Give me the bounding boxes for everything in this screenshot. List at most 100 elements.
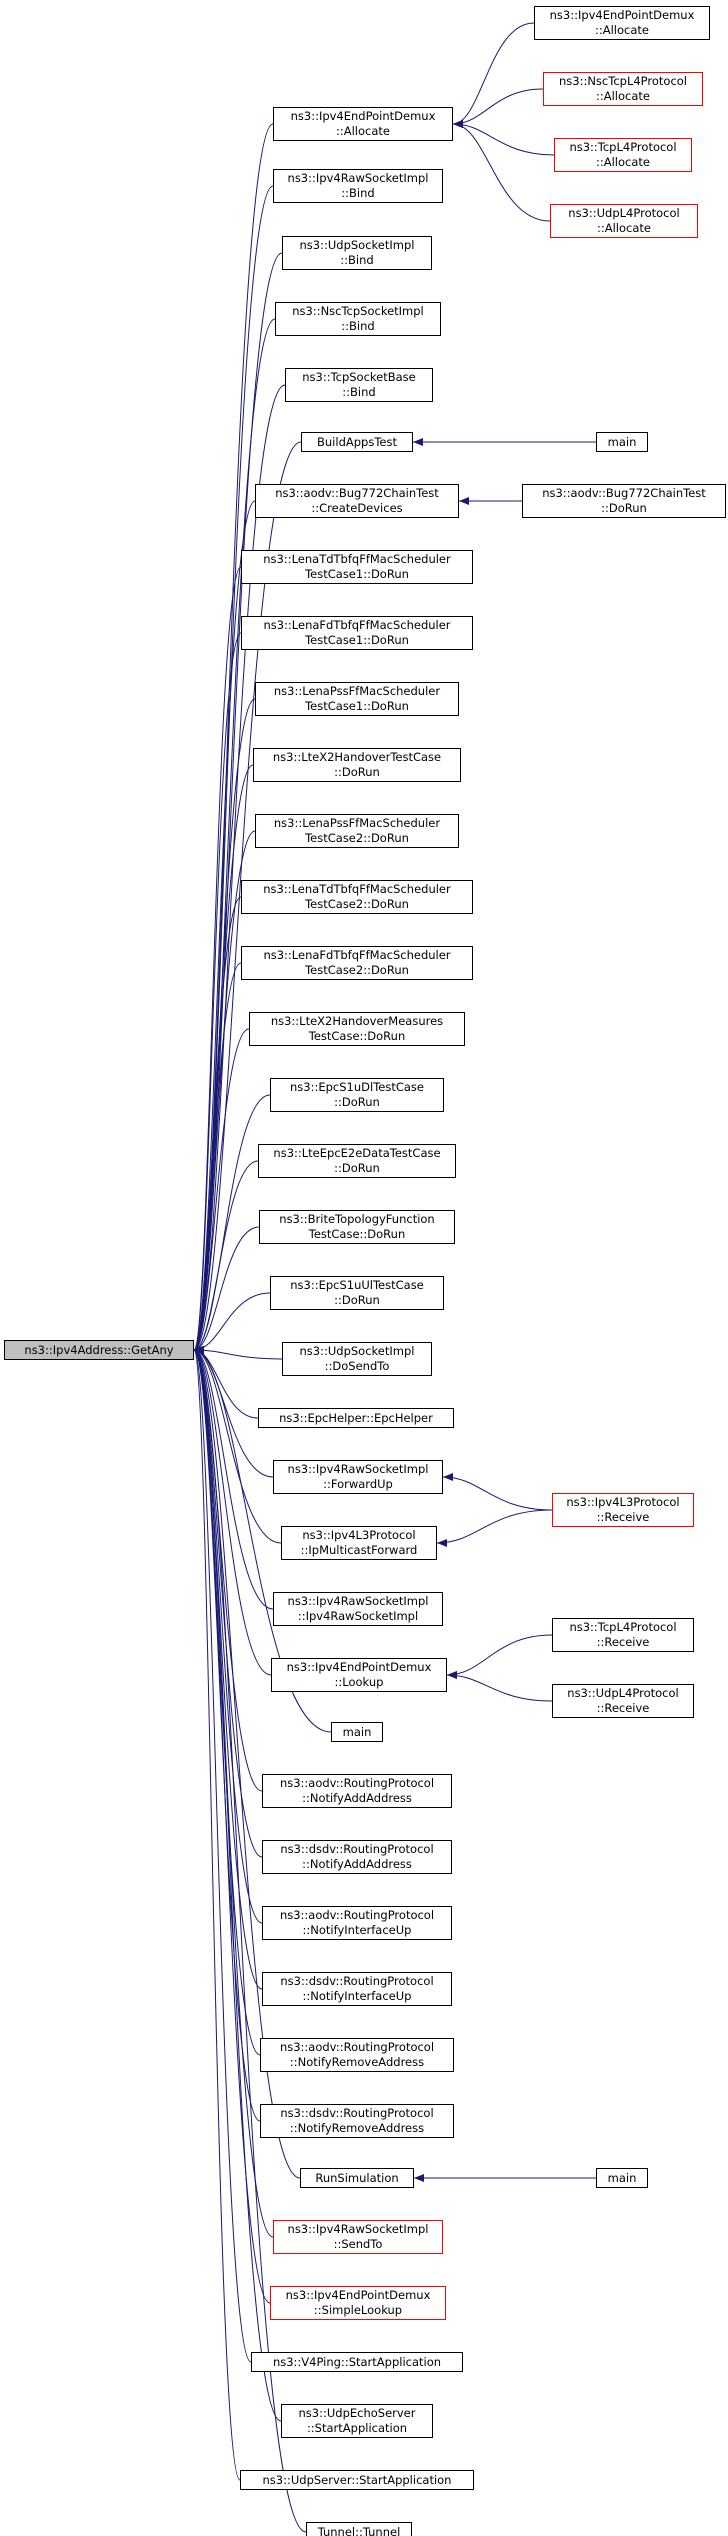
edge-rawsock-ctor-to-getany (193, 1346, 274, 1610)
edge-aodv-notifyremove-to-getany (193, 1346, 261, 2056)
node-label-line: ns3::UdpServer::StartApplication (262, 2472, 452, 2487)
node-label-line: ns3::Ipv4RawSocketImpl (287, 1462, 429, 1476)
node-label-line: ns3::NscTcpSocketImpl (292, 304, 424, 318)
node-epdemux-lookup[interactable]: ns3::Ipv4EndPointDemux::Lookup (271, 1658, 447, 1692)
edge-ipv4l3-receive-to-rawsock-forwardup (442, 1473, 553, 1511)
node-label-line: ::NotifyRemoveAddress (289, 2121, 425, 2135)
node-label-line: ns3::UdpL4Protocol (568, 206, 680, 220)
node-label-line: TestCase::DoRun (308, 1227, 406, 1241)
edge-ltex2measures-to-getany (193, 1028, 250, 1354)
node-ltex2handover[interactable]: ns3::LteX2HandoverTestCase::DoRun (253, 748, 461, 782)
node-label-line: ns3::aodv::RoutingProtocol (279, 1776, 435, 1790)
node-runsimulation[interactable]: RunSimulation (300, 2168, 414, 2188)
edge-lenafdtbfq2-to-getany (193, 962, 242, 1354)
node-label-line: ::Receive (596, 1701, 650, 1715)
node-main-3[interactable]: main (596, 2168, 648, 2188)
node-epdemux-allocate-2[interactable]: ns3::Ipv4EndPointDemux::Allocate (534, 6, 710, 40)
node-nsctcp-bind[interactable]: ns3::NscTcpSocketImpl::Bind (275, 302, 441, 336)
node-label-line: ::StartApplication (306, 2421, 408, 2435)
node-udpl4-receive[interactable]: ns3::UdpL4Protocol::Receive (552, 1684, 694, 1718)
edge-lenatdtbfq2-to-getany (193, 896, 242, 1354)
node-label-line: ::Allocate (595, 23, 649, 37)
node-label-line: ns3::Ipv4L3Protocol (566, 1495, 680, 1509)
node-buildappstest[interactable]: BuildAppsTest (301, 432, 413, 452)
node-label-line: ns3::aodv::RoutingProtocol (279, 2040, 435, 2054)
node-label-line: ::IpMulticastForward (300, 1543, 418, 1557)
node-epcs1uul[interactable]: ns3::EpcS1uUlTestCase::DoRun (270, 1276, 444, 1310)
node-label-line: ns3::aodv::RoutingProtocol (279, 1908, 435, 1922)
node-epcs1udl[interactable]: ns3::EpcS1uDlTestCase::DoRun (270, 1078, 444, 1112)
edge-lteepce2e-to-getany (193, 1160, 259, 1354)
node-label-line: ::Lookup (334, 1675, 384, 1689)
edge-tcpl4-receive-to-epdemux-lookup (446, 1634, 553, 1679)
node-label-line: ::CreateDevices (311, 501, 403, 515)
node-label-line: ns3::EpcS1uDlTestCase (290, 1080, 424, 1094)
node-udpsock-bind[interactable]: ns3::UdpSocketImpl::Bind (282, 236, 432, 270)
node-label-line: TestCase2::DoRun (305, 963, 409, 977)
node-dsdv-notifyadd[interactable]: ns3::dsdv::RoutingProtocol::NotifyAddAdd… (262, 1840, 452, 1874)
node-udpl4-allocate[interactable]: ns3::UdpL4Protocol::Allocate (550, 204, 698, 238)
node-tcpl4-allocate[interactable]: ns3::TcpL4Protocol::Allocate (554, 138, 692, 172)
node-aodv-notifyadd[interactable]: ns3::aodv::RoutingProtocol::NotifyAddAdd… (262, 1774, 452, 1808)
node-label-line: Tunnel::Tunnel (317, 2524, 401, 2536)
edge-ipv4l3-ipmulticast-to-getany (193, 1346, 282, 1544)
edge-main-1-to-getany (193, 1346, 332, 1733)
node-nsctcpl4-allocate[interactable]: ns3::NscTcpL4Protocol::Allocate (543, 72, 703, 106)
node-aodv-notifyifup[interactable]: ns3::aodv::RoutingProtocol::NotifyInterf… (262, 1906, 452, 1940)
node-udpecho-start[interactable]: ns3::UdpEchoServer::StartApplication (281, 2404, 433, 2438)
node-label-line: ns3::TcpL4Protocol (569, 140, 677, 154)
node-label-line: ns3::LenaPssFfMacScheduler (273, 684, 441, 698)
edge-aodv-notifyifup-to-getany (193, 1346, 263, 1924)
node-bug772-create[interactable]: ns3::aodv::Bug772ChainTest::CreateDevice… (255, 484, 459, 518)
edge-nsctcpl4-allocate-to-epdemux-allocate (452, 88, 544, 128)
node-epdemux-simplelookup[interactable]: ns3::Ipv4EndPointDemux::SimpleLookup (270, 2286, 446, 2320)
edge-udpl4-allocate-to-epdemux-allocate (452, 120, 551, 222)
node-label-line: ns3::Ipv4EndPointDemux (286, 1660, 432, 1674)
node-label-line: ns3::EpcHelper::EpcHelper (279, 1410, 433, 1425)
node-main-1[interactable]: main (331, 1722, 383, 1742)
node-label-line: ::DoRun (334, 1293, 380, 1307)
node-rawsock-sendto[interactable]: ns3::Ipv4RawSocketImpl::SendTo (273, 2220, 443, 2254)
node-label-line: TestCase1::DoRun (305, 567, 409, 581)
node-bug772-dorun[interactable]: ns3::aodv::Bug772ChainTest::DoRun (522, 484, 726, 518)
node-epchelper[interactable]: ns3::EpcHelper::EpcHelper (258, 1408, 454, 1428)
node-label-line: ns3::Ipv4EndPointDemux (290, 109, 436, 123)
node-label-line: ns3::Ipv4EndPointDemux (549, 8, 695, 22)
node-label-line: ns3::BriteTopologyFunction (279, 1212, 435, 1226)
node-ipv4l3-receive[interactable]: ns3::Ipv4L3Protocol::Receive (552, 1493, 694, 1527)
node-dsdv-notifyremove[interactable]: ns3::dsdv::RoutingProtocol::NotifyRemove… (260, 2104, 454, 2138)
node-aodv-notifyremove[interactable]: ns3::aodv::RoutingProtocol::NotifyRemove… (260, 2038, 454, 2072)
node-rawsock-ctor[interactable]: ns3::Ipv4RawSocketImpl::Ipv4RawSocketImp… (273, 1592, 443, 1626)
node-udpserver-start[interactable]: ns3::UdpServer::StartApplication (240, 2470, 474, 2490)
node-tcpbase-bind[interactable]: ns3::TcpSocketBase::Bind (285, 368, 433, 402)
node-lteepce2e[interactable]: ns3::LteEpcE2eDataTestCase::DoRun (258, 1144, 456, 1178)
node-tunnel-ctor[interactable]: Tunnel::Tunnel (306, 2522, 412, 2536)
node-epdemux-allocate[interactable]: ns3::Ipv4EndPointDemux::Allocate (273, 107, 453, 141)
node-tcpl4-receive[interactable]: ns3::TcpL4Protocol::Receive (552, 1618, 694, 1652)
node-label-line: ns3::dsdv::RoutingProtocol (280, 2106, 434, 2120)
node-label-line: ns3::LenaTdTbfqFfMacScheduler (263, 552, 451, 566)
node-v4ping-start[interactable]: ns3::V4Ping::StartApplication (251, 2352, 463, 2372)
node-rawsock-bind[interactable]: ns3::Ipv4RawSocketImpl::Bind (273, 169, 443, 203)
node-label-line: ::Allocate (597, 221, 651, 235)
node-main-2[interactable]: main (596, 432, 648, 452)
node-rawsock-forwardup[interactable]: ns3::Ipv4RawSocketImpl::ForwardUp (273, 1460, 443, 1494)
node-label-line: ns3::UdpEchoServer (298, 2406, 416, 2420)
node-label-line: ::DoRun (334, 1095, 380, 1109)
node-label-line: TestCase1::DoRun (305, 699, 409, 713)
node-label-line: TestCase::DoRun (308, 1029, 406, 1043)
node-label-line: ns3::LenaFdTbfqFfMacScheduler (263, 618, 451, 632)
edge-lenapss2-to-getany (193, 830, 256, 1354)
node-dsdv-notifyifup[interactable]: ns3::dsdv::RoutingProtocol::NotifyInterf… (262, 1972, 452, 2006)
node-ipv4l3-ipmulticast[interactable]: ns3::Ipv4L3Protocol::IpMulticastForward (281, 1526, 437, 1560)
node-udpsock-dosendto[interactable]: ns3::UdpSocketImpl::DoSendTo (282, 1342, 432, 1376)
